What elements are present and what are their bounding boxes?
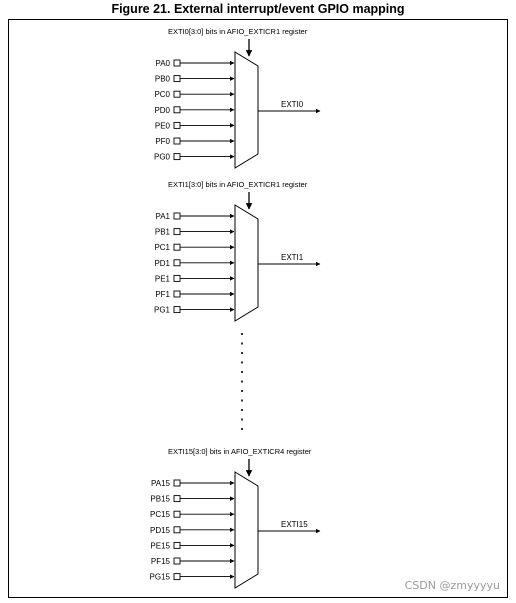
input-pin — [173, 479, 181, 487]
input-pin — [173, 228, 181, 236]
input-label: PD0 — [154, 106, 170, 115]
input-label: PE1 — [155, 274, 171, 283]
input-pin — [173, 290, 181, 298]
figure-frame — [8, 19, 508, 598]
input-label: PG0 — [154, 153, 171, 162]
input-label: PF1 — [155, 290, 170, 299]
mux-shape — [234, 471, 259, 589]
input-pin — [173, 259, 181, 267]
input-pin — [173, 106, 181, 114]
input-label: PG15 — [150, 573, 171, 582]
register-label: EXTI1[3:0] bits in AFIO_EXTICR1 register — [168, 180, 308, 189]
input-pin — [173, 274, 181, 282]
input-label: PB0 — [155, 75, 171, 84]
input-label: PF15 — [151, 557, 171, 566]
input-pin — [173, 306, 181, 314]
output-label: EXTI0 — [281, 100, 304, 109]
input-pin — [173, 541, 181, 549]
mux-shape — [234, 204, 259, 322]
input-pin — [173, 510, 181, 518]
register-label: EXTI15[3:0] bits in AFIO_EXTICR4 registe… — [168, 447, 312, 456]
input-label: PA1 — [155, 212, 170, 221]
input-label: PB15 — [150, 495, 170, 504]
output-label: EXTI1 — [281, 253, 304, 262]
mux-block-exti1: EXTI1[3:0] bits in AFIO_EXTICR1 register… — [154, 180, 321, 322]
input-label: PC15 — [150, 510, 171, 519]
watermark: CSDN @zmyyyyu — [404, 579, 500, 592]
input-label: PC1 — [154, 243, 170, 252]
input-pin — [173, 495, 181, 503]
input-label: PC0 — [154, 90, 170, 99]
figure-title: Figure 21. External interrupt/event GPIO… — [111, 2, 405, 16]
input-pin — [173, 59, 181, 67]
input-label: PF0 — [155, 137, 170, 146]
input-label: PE0 — [155, 121, 171, 130]
input-label: PA15 — [151, 479, 171, 488]
input-pin — [173, 243, 181, 251]
output-label: EXTI15 — [281, 520, 308, 529]
input-label: PB1 — [155, 228, 171, 237]
input-pin — [173, 90, 181, 98]
input-pin — [173, 557, 181, 565]
mux-block-exti0: EXTI0[3:0] bits in AFIO_EXTICR1 register… — [154, 27, 321, 169]
input-pin — [173, 153, 181, 161]
input-pin — [173, 137, 181, 145]
input-pin — [173, 121, 181, 129]
register-label: EXTI0[3:0] bits in AFIO_EXTICR1 register — [168, 27, 308, 36]
input-label: PA0 — [155, 59, 170, 68]
input-label: PG1 — [154, 306, 171, 315]
mux-block-exti15: EXTI15[3:0] bits in AFIO_EXTICR4 registe… — [150, 447, 321, 589]
input-pin — [173, 212, 181, 220]
input-label: PD15 — [150, 526, 171, 535]
input-label: PD1 — [154, 259, 170, 268]
input-label: PE15 — [150, 541, 170, 550]
mux-shape — [234, 51, 259, 169]
input-pin — [173, 75, 181, 83]
input-pin — [173, 573, 181, 581]
input-pin — [173, 526, 181, 534]
